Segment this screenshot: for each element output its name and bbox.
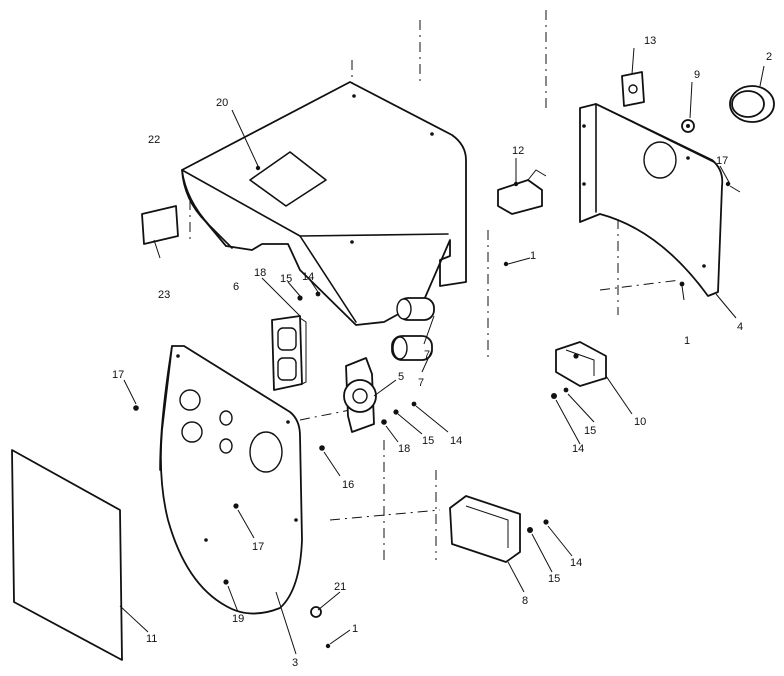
label-part-10: 10 <box>634 416 646 428</box>
label-part-6: 6 <box>233 281 239 293</box>
label-part-17: 17 <box>112 369 124 381</box>
duplex-outlet <box>271 315 307 391</box>
label-part-11: 11 <box>146 633 157 645</box>
label-part-2: 2 <box>766 51 772 63</box>
label-part-23: 23 <box>158 289 170 301</box>
cap-ring <box>729 85 775 123</box>
label-part-7: 7 <box>418 377 424 389</box>
single-receptacle <box>343 357 377 433</box>
label-part-9: 9 <box>694 69 700 81</box>
label-part-18: 18 <box>398 443 410 455</box>
cover-sheet <box>11 449 123 661</box>
connector-pair <box>391 297 435 361</box>
label-part-1: 1 <box>352 623 358 635</box>
switch-bracket <box>555 341 607 387</box>
label-part-1: 1 <box>530 250 536 262</box>
label-part-4: 4 <box>737 321 743 333</box>
label-part-19: 19 <box>232 613 244 625</box>
label-part-12: 12 <box>512 145 524 157</box>
label-part-15: 15 <box>422 435 434 447</box>
label-part-17: 17 <box>252 541 264 553</box>
label-part-14: 14 <box>572 443 584 455</box>
label-part-13: 13 <box>644 35 656 47</box>
part-number-labels: 1 1 1 2 3 4 5 6 7 7 8 9 10 11 12 13 14 1… <box>112 35 772 669</box>
label-part-7: 7 <box>424 349 430 361</box>
label-part-15: 15 <box>584 425 596 437</box>
rear-panel-screws <box>679 181 741 301</box>
gasket-plate <box>621 71 645 107</box>
front-panel <box>159 345 303 615</box>
label-part-15: 15 <box>280 273 292 285</box>
label-part-14: 14 <box>302 271 314 283</box>
label-part-22: 22 <box>148 134 160 146</box>
label-part-18: 18 <box>254 267 266 279</box>
label-part-17: 17 <box>716 155 728 167</box>
label-part-14: 14 <box>450 435 462 447</box>
label-part-5: 5 <box>398 371 404 383</box>
rear-panel <box>579 103 724 297</box>
label-part-8: 8 <box>522 595 528 607</box>
label-part-16: 16 <box>342 479 354 491</box>
label-part-20: 20 <box>216 97 228 109</box>
leader-lines <box>119 47 765 655</box>
hardware-fasteners <box>133 261 569 649</box>
label-part-14: 14 <box>570 557 582 569</box>
label-plate <box>141 205 179 245</box>
thermostat-switch <box>497 169 547 215</box>
label-part-1: 1 <box>684 335 690 347</box>
label-part-15: 15 <box>548 573 560 585</box>
grommet <box>681 119 695 133</box>
label-part-3: 3 <box>292 657 298 669</box>
terminal-block <box>449 495 521 563</box>
top-housing-cover <box>181 81 467 326</box>
label-part-21: 21 <box>334 581 346 593</box>
